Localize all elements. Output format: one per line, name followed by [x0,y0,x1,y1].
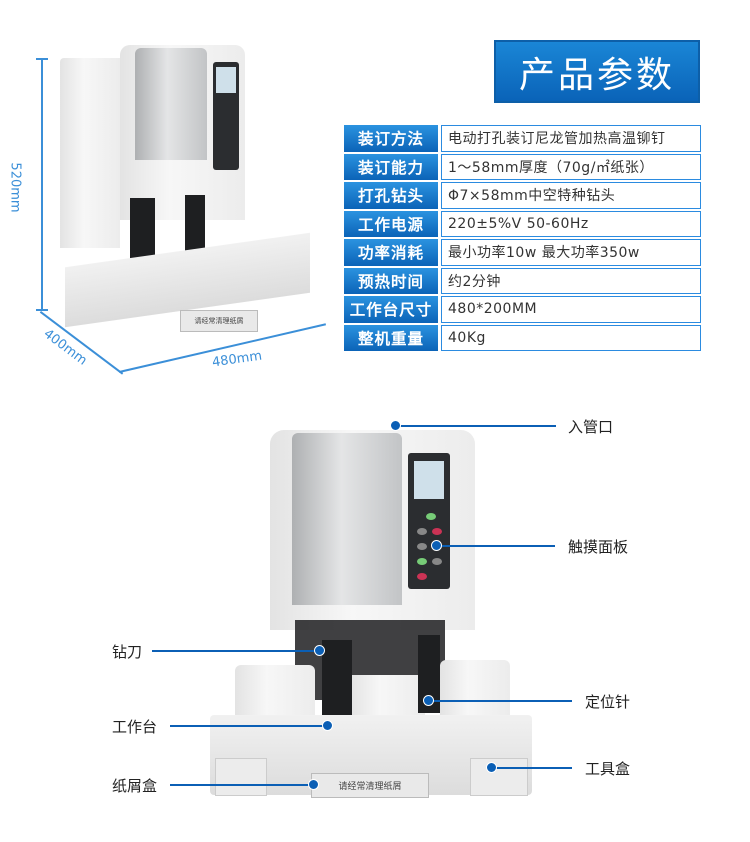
warning-plate [440,660,510,720]
callout-line [437,545,555,547]
page-title: 产品参数 [494,40,700,103]
spec-label: 预热时间 [343,266,439,295]
left-drawer [215,758,267,796]
spec-label: 整机重量 [343,323,439,352]
machine-cover [135,48,207,160]
guide-plate [350,675,425,720]
spec-value: 约2分钟 [441,267,701,294]
callout-tool-box: 工具盒 [585,760,631,778]
dimension-tick [36,58,48,60]
machine-dimension-view: 520mm 400mm 480mm 请经常清理纸屑 [0,0,340,390]
spec-label: 装订能力 [343,152,439,181]
callout-workbench: 工作台 [112,718,158,736]
spec-value: 最小功率10w 最大功率350w [441,239,701,266]
spec-label: 功率消耗 [343,238,439,267]
callout-tube-inlet: 入管口 [568,418,614,436]
spec-value: 1～58mm厚度（70g/㎡纸张） [441,153,701,180]
callout-dot [314,645,325,656]
callout-touch-panel: 触摸面板 [568,538,629,556]
callout-line [396,425,556,427]
depth-dimension-label: 400mm [40,326,90,369]
callout-line [152,650,320,652]
spec-label: 装订方法 [343,124,439,153]
callout-line [170,784,313,786]
spec-label: 打孔钻头 [343,181,439,210]
tool-box [470,758,528,796]
width-dimension-label: 480mm [211,348,263,371]
spec-value: 40Kg [441,324,701,351]
callout-line [170,725,328,727]
control-panel [213,62,239,170]
height-dimension-line [41,58,43,310]
spec-row: 装订方法电动打孔装订尼龙管加热高温铆钉 [343,124,701,153]
spec-row: 功率消耗最小功率10w 最大功率350w [343,238,701,267]
spec-value: Φ7×58mm中空特种钻头 [441,182,701,209]
height-dimension-label: 520mm [7,162,23,213]
spec-label: 工作电源 [343,209,439,238]
machine-front-view: 请经常清理纸屑 [0,410,750,830]
callout-line [429,700,572,702]
ruler-plate [235,665,315,720]
scrap-box-drawer: 请经常清理纸屑 [311,773,429,798]
spec-value: 电动打孔装订尼龙管加热高温铆钉 [441,125,701,152]
spec-row: 预热时间约2分钟 [343,266,701,295]
callout-locating-pin: 定位针 [585,693,631,711]
callout-dot [423,695,434,706]
spec-value: 220±5%V 50-60Hz [441,210,701,237]
callout-dot [431,540,442,551]
machine-cover [292,433,402,605]
callout-line [492,767,572,769]
spec-value: 480*200MM [441,296,701,323]
drawer-label: 请经常清理纸屑 [180,310,258,332]
spec-label: 工作台尺寸 [343,295,439,324]
machine-side [60,58,120,248]
callout-dot [308,779,319,790]
dimension-tick [36,309,48,311]
callout-scrap-box: 纸屑盒 [112,777,158,795]
drill-bit [322,640,352,715]
callout-dot [390,420,401,431]
callout-drill: 钻刀 [112,643,143,661]
touch-panel [408,453,450,589]
callout-dot [322,720,333,731]
callout-dot [486,762,497,773]
locating-pin [418,635,440,713]
